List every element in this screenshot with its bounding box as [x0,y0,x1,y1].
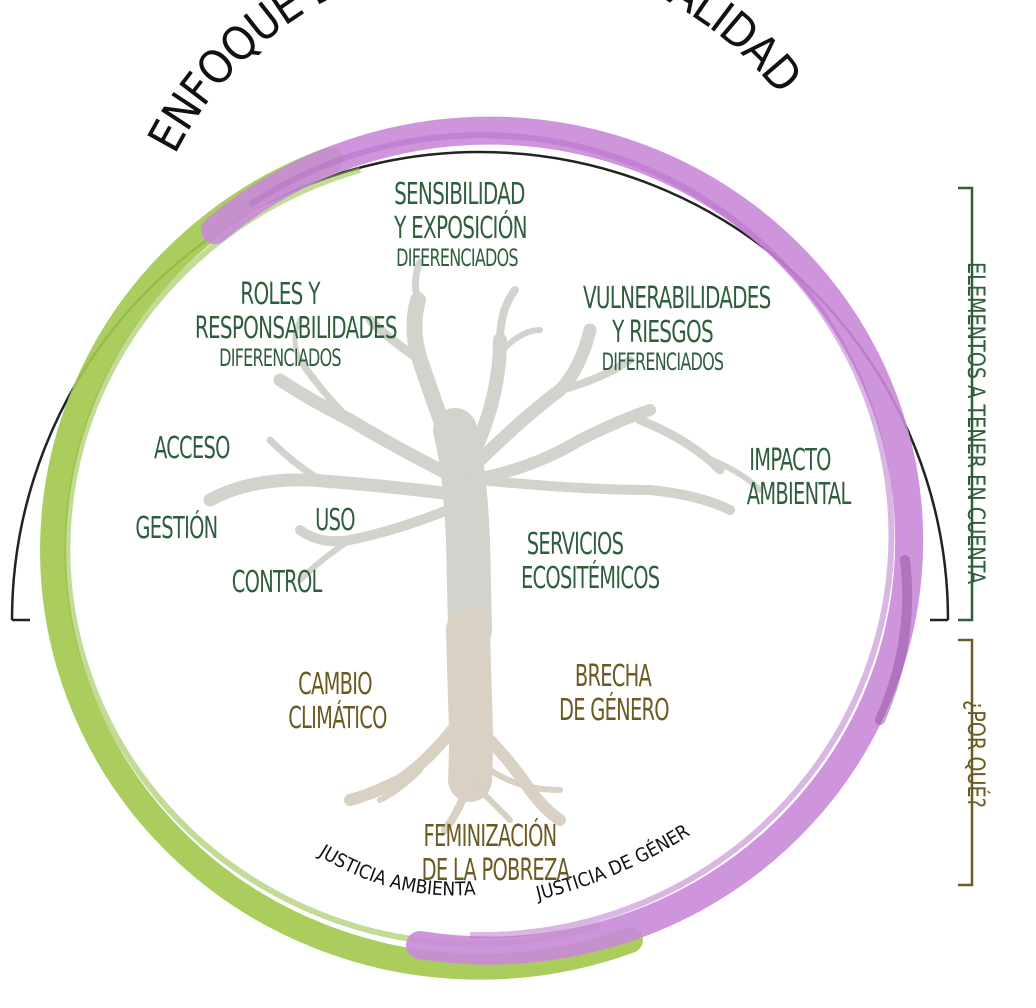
roles-line2: RESPONSABILIDADES [194,310,398,346]
brecha-line1: BRECHA [574,659,652,694]
roles-line3: DIFERENCIADOS [219,344,341,373]
feminizacion-line2: DE LA POBREZA [421,852,570,888]
side-label-porque: ¿POR QUÉ? [962,700,990,808]
brecha-line2: DE GÉNERO [559,692,670,728]
roles-line1: ROLES Y [240,277,320,312]
vulnerabilidades-line1: VULNERABILIDADES [582,281,771,316]
sensibilidad-line2: Y EXPOSICIÓN [394,210,528,246]
bracket-porque [958,638,974,887]
label-feminizacion: FEMINIZACIÓN DE LA POBREZA [395,820,585,887]
label-roles: ROLES Y RESPONSABILIDADES DIFERENCIADOS [165,277,398,373]
label-impacto: IMPACTO AMBIENTAL [730,443,851,512]
servicios-line1: SERVICIOS [526,527,624,562]
green-ring-inner [64,167,601,947]
vulnerabilidades-line3: DIFERENCIADOS [601,348,724,377]
sensibilidad-line1: SENSIBILIDAD [394,177,525,212]
label-vulnerabilidades: VULNERABILIDADES Y RIESGOS DIFERENCIADOS [555,281,771,377]
label-cambio-climatico: CAMBIO CLIMÁTICO [270,668,400,735]
label-acceso: ACCESO [154,431,230,466]
purple-ring-inner [248,132,895,939]
impacto-line1: IMPACTO [749,443,831,478]
label-sensibilidad: SENSIBILIDAD Y EXPOSICIÓN DIFERENCIADOS [372,178,542,272]
sensibilidad-line3: DIFERENCIADOS [396,244,518,273]
bracket-elementos [958,186,974,622]
side-label-elementos: ELEMENTOS A TENER EN CUENTA [962,262,990,585]
impacto-line2: AMBIENTAL [746,476,851,512]
servicios-line2: ECOSITÉMICOS [521,560,660,596]
vulnerabilidades-line2: Y RIESGOS [612,314,714,350]
purple-ring [201,116,924,965]
label-brecha-genero: BRECHA DE GÉNERO [538,660,688,727]
purple-ring-accent [875,555,913,725]
cambio-line1: CAMBIO [298,667,372,702]
cambio-line2: CLIMÁTICO [288,700,387,736]
tree-canopy [203,258,763,652]
label-uso: USO [315,503,355,538]
tree-roots [344,608,566,834]
label-gestion: GESTIÓN [135,511,218,546]
label-control: CONTROL [231,565,323,600]
label-servicios: SERVICIOS ECOSITÉMICOS [500,527,660,596]
green-ring [40,147,643,980]
feminizacion-line1: FEMINIZACIÓN [423,819,558,854]
